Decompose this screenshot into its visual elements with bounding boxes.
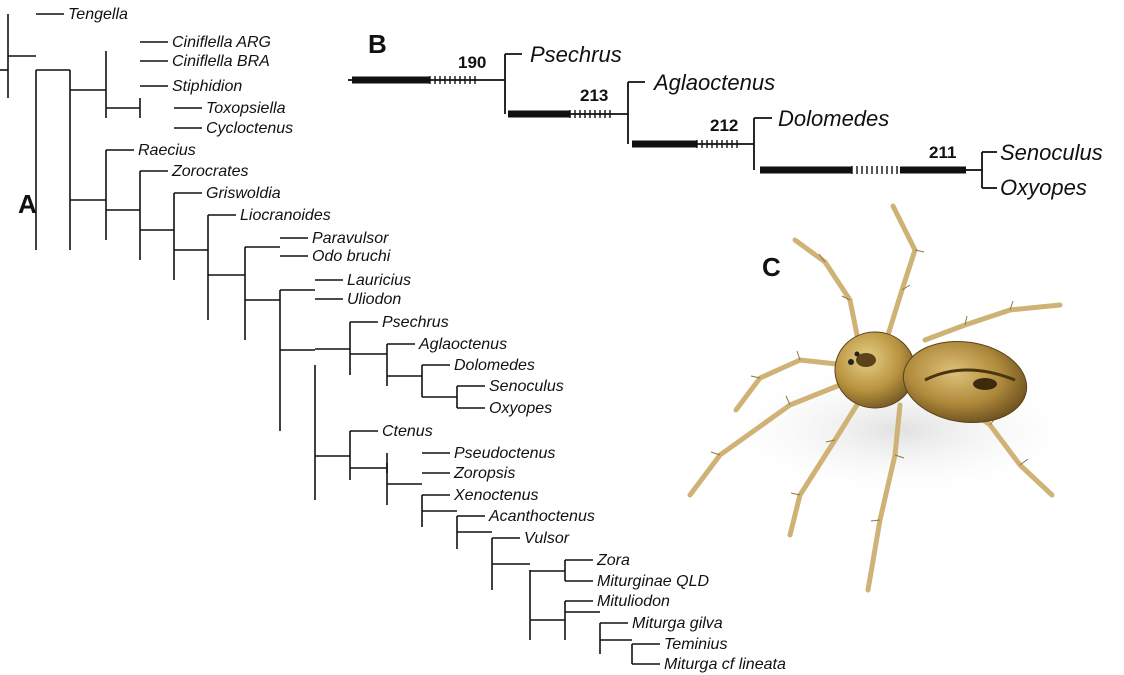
taxon-label-dolomedes: Dolomedes [778,106,889,131]
taxon-label-zorocrates: Zorocrates [171,163,248,180]
taxon-label-mituliodon: Mituliodon [597,593,670,610]
taxon-label-raecius: Raecius [138,142,196,159]
taxon-label-acanthoctenus: Acanthoctenus [488,508,595,525]
taxon-label-zora: Zora [596,552,630,569]
taxon-label-xenoctenus: Xenoctenus [453,487,539,504]
taxon-label-miturga-gilva: Miturga gilva [632,615,723,632]
taxon-label-psechrus: Psechrus [530,42,622,67]
taxon-label-miturginae-qld: Miturginae QLD [597,573,709,590]
taxon-label-uliodon: Uliodon [347,291,401,308]
taxon-label-dolomedes: Dolomedes [454,357,535,374]
taxon-label-vulsor: Vulsor [524,530,570,547]
taxon-label-griswoldia: Griswoldia [206,185,281,202]
panel-label-c: C [762,252,781,282]
taxon-label-psechrus: Psechrus [382,314,449,331]
node-number-213: 213 [580,86,608,105]
taxon-label-oxyopes: Oxyopes [1000,175,1087,200]
taxon-label-senoculus: Senoculus [1000,140,1103,165]
taxon-label-oxyopes: Oxyopes [489,400,552,417]
taxon-label-paravulsor: Paravulsor [312,230,389,247]
taxon-label-toxopsiella: Toxopsiella [206,100,286,117]
taxon-label-ciniflella-bra: Ciniflella BRA [172,53,270,70]
taxon-label-teminius: Teminius [664,636,727,653]
branch-bar [900,167,966,174]
taxon-label-ctenus: Ctenus [382,423,433,440]
branch-bar [352,77,430,84]
taxon-label-aglaoctenus: Aglaoctenus [652,70,775,95]
node-number-211: 211 [929,143,956,162]
panel-label-a: A [18,189,37,219]
branch-bar [760,167,852,174]
branch-bar [632,141,697,148]
taxon-label-zoropsis: Zoropsis [453,465,515,482]
panel-label-b: B [368,29,387,59]
spider-photo [690,206,1090,590]
taxon-label-odo-bruchi: Odo bruchi [312,248,391,265]
taxon-label-lauricius: Lauricius [347,272,411,289]
taxon-label-miturga-cf-lineata: Miturga cf lineata [664,656,786,673]
node-number-190: 190 [458,53,486,72]
taxon-label-tengella: Tengella [68,6,128,23]
taxon-label-cycloctenus: Cycloctenus [206,120,293,137]
taxon-label-senoculus: Senoculus [489,378,564,395]
taxon-label-pseudoctenus: Pseudoctenus [454,445,555,462]
taxon-label-aglaoctenus: Aglaoctenus [418,336,507,353]
branch-bar [508,111,570,118]
taxon-label-ciniflella-arg: Ciniflella ARG [172,34,271,51]
node-number-212: 212 [710,116,738,135]
taxon-label-liocranoides: Liocranoides [240,207,331,224]
taxon-label-stiphidion: Stiphidion [172,78,242,95]
